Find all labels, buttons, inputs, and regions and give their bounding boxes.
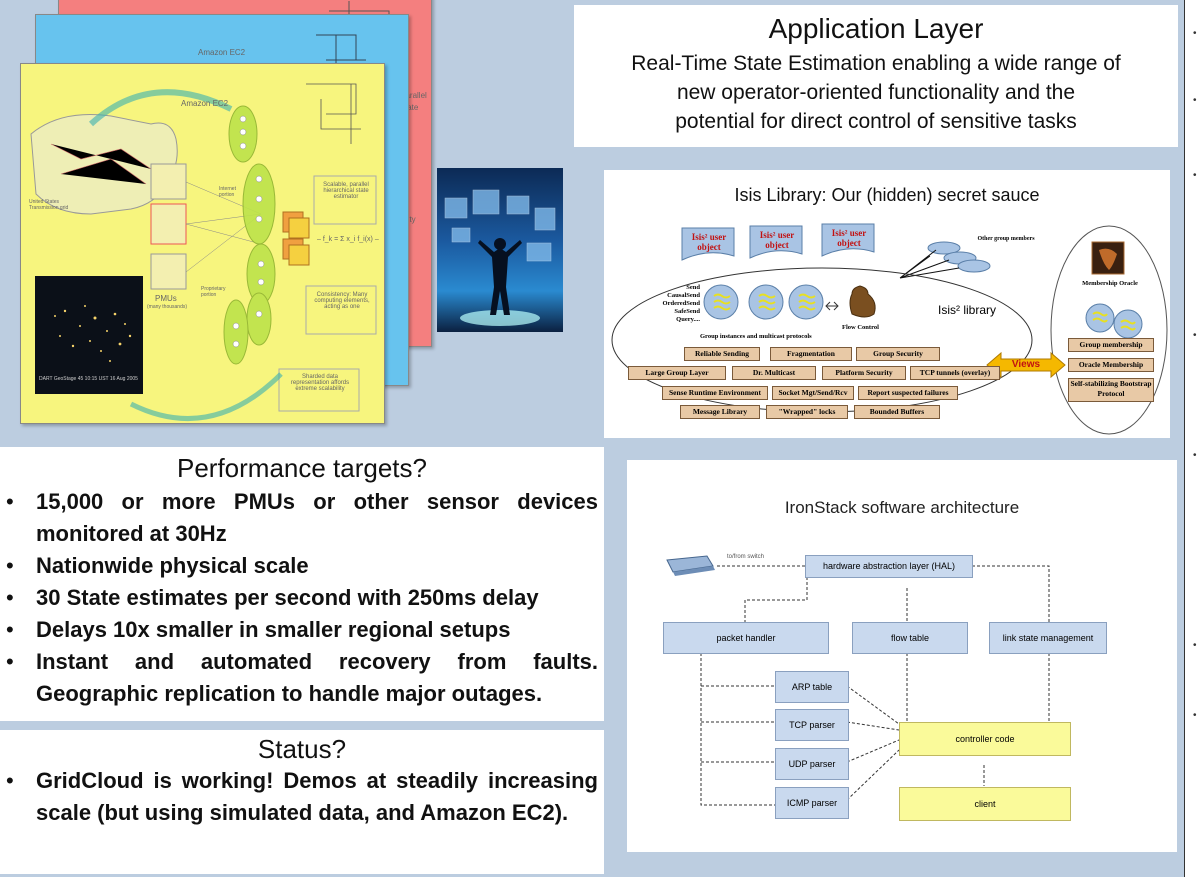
send-op: Query.... (676, 316, 700, 323)
yellow-ec2-label: Amazon EC2 (181, 99, 229, 108)
tcp-parser-node: TCP parser (775, 709, 849, 741)
group-protocols-label: Group instances and multicast protocols (700, 333, 812, 340)
app-line-3: potential for direct control of sensitiv… (675, 110, 1077, 133)
isis-shapes (611, 223, 1168, 435)
internet-label: Internet portion (219, 186, 236, 198)
isis-title: Isis Library: Our (hidden) secret sauce (734, 185, 1040, 205)
membership-oracle-label: Membership Oracle (1082, 280, 1138, 287)
user-object-1: Isis² user object (691, 232, 727, 252)
app-line-2: new operator-oriented functionality and … (676, 81, 1076, 104)
udp-parser-node: UDP parser (775, 748, 849, 780)
ironstack-connectors (666, 555, 1050, 806)
app-line-1: Real-Time State Estimation enabling a wi… (631, 52, 1121, 75)
oracle-group-membership: Group membership (1068, 338, 1154, 352)
status-title: Status? (257, 734, 347, 764)
strip-bullet: • (1193, 95, 1197, 106)
list-item: 15,000 or more PMUs or other sensor devi… (6, 486, 604, 550)
right-edge-slide: • • • • • • • (1184, 0, 1203, 877)
send-op: SafeSend (674, 308, 700, 315)
send-ops: Send CausalSend OrderedSend SafeSend Que… (644, 284, 700, 324)
oracle-bootstrap-protocol: Self-stabilizing Bootstrap Protocol (1068, 378, 1154, 402)
strip-bullet: • (1193, 170, 1197, 181)
send-op: OrderedSend (662, 300, 700, 307)
consistency-text: Consistency: Many computing elements, ac… (314, 292, 370, 310)
ironstack-diagram: IronStack software architecture to/from … (627, 460, 1177, 852)
hal-node: hardware abstraction layer (HAL) (805, 555, 973, 578)
night-earth-image: DART GeoStage 45 10:15 UST 16 Aug 2005 (35, 276, 143, 394)
pmu-label: PMUs (155, 294, 177, 303)
strip-bullet: • (1193, 28, 1197, 39)
other-members-label: Other group members (977, 236, 1035, 242)
oracle-oracle-membership: Oracle Membership (1068, 358, 1154, 372)
proprietary-label: Proprietary portion (201, 286, 226, 298)
strip-bullet: • (1193, 640, 1197, 651)
send-op: CausalSend (667, 292, 700, 299)
performance-title: Performance targets? (176, 453, 427, 483)
switch-label: to/from switch (727, 554, 765, 560)
isis-library-label: Isis² library (938, 303, 997, 317)
red-label-1: parallel (401, 91, 427, 100)
scalable-text: Scalable, parallel hierarchical state es… (323, 182, 369, 200)
controller-code-node: controller code (899, 722, 1071, 756)
icmp-parser-node: ICMP parser (775, 787, 849, 819)
list-item: GridCloud is working! Demos at steadily … (6, 765, 604, 829)
pmu-sublabel: (many thousands) (147, 304, 188, 310)
night-lights (54, 305, 132, 362)
map-label: United States Transmission grid (29, 199, 69, 211)
performance-targets-box: Performance targets? 15,000 or more PMUs… (0, 447, 604, 721)
slide-yellow: Amazon EC2 United States Transmission gr… (20, 63, 385, 424)
send-op: Send (686, 284, 700, 291)
flow-table-node: flow table (852, 622, 968, 654)
status-box: Status? GridCloud is working! Demos at s… (0, 730, 604, 874)
link-state-node: link state management (989, 622, 1107, 654)
protocol-tcp-tunnels: TCP tunnels (overlay) (910, 366, 1000, 380)
formula: – f_k = Σ x_i f_i(x) – (317, 236, 379, 243)
application-layer-box: Application Layer Real-Time State Estima… (574, 5, 1178, 147)
protocol-large-group-layer: Large Group Layer (628, 366, 726, 380)
strip-bullet: • (1193, 450, 1197, 461)
list-item: 30 State estimates per second with 250ms… (6, 582, 604, 614)
application-layer-title: Application Layer (768, 13, 984, 44)
views-label: Views (1011, 359, 1041, 370)
protocol-socket-mgt: Socket Mgt/Send/Rcv (772, 386, 854, 400)
night-caption: DART GeoStage 45 10:15 UST 16 Aug 2005 (39, 376, 138, 382)
flow-control-label: Flow Control (842, 324, 879, 331)
user-object-3: Isis² user object (831, 228, 867, 248)
list-item: Delays 10x smaller in smaller regional s… (6, 614, 604, 646)
status-list: GridCloud is working! Demos at steadily … (0, 765, 604, 829)
user-object-2: Isis² user object (759, 230, 795, 250)
protocol-platform-security: Platform Security (822, 366, 906, 380)
red-label-2: state (401, 103, 419, 112)
blue-ec2-label: Amazon EC2 (198, 48, 246, 57)
packet-handler-node: packet handler (663, 622, 829, 654)
list-item: Instant and automated recovery from faul… (6, 646, 604, 710)
isis-library-diagram: Isis Library: Our (hidden) secret sauce (604, 170, 1170, 438)
ironstack-title: IronStack software architecture (784, 498, 1020, 517)
application-layer-text: Real-Time State Estimation enabling a wi… (584, 49, 1168, 136)
cyber-person-image (437, 168, 563, 332)
arp-table-node: ARP table (775, 671, 849, 703)
protocol-sense-runtime: Sense Runtime Environment (662, 386, 768, 400)
protocol-report-failures: Report suspected failures (858, 386, 958, 400)
protocol-wrapped-locks: "Wrapped" locks (766, 405, 848, 419)
cyber-person-drawing (444, 189, 556, 326)
list-item: Nationwide physical scale (6, 550, 604, 582)
strip-bullet: • (1193, 710, 1197, 721)
slide-yellow-drawing (30, 83, 377, 422)
protocol-reliable-sending: Reliable Sending (684, 347, 760, 361)
performance-list: 15,000 or more PMUs or other sensor devi… (0, 486, 604, 710)
sharded-text: Sharded data representation affords extr… (290, 374, 350, 392)
strip-bullet: • (1193, 330, 1197, 341)
protocol-dr-multicast: Dr. Multicast (732, 366, 816, 380)
protocol-message-library: Message Library (680, 405, 760, 419)
protocol-group-security: Group Security (856, 347, 940, 361)
protocol-fragmentation: Fragmentation (770, 347, 852, 361)
protocol-bounded-buffers: Bounded Buffers (854, 405, 940, 419)
client-node: client (899, 787, 1071, 821)
